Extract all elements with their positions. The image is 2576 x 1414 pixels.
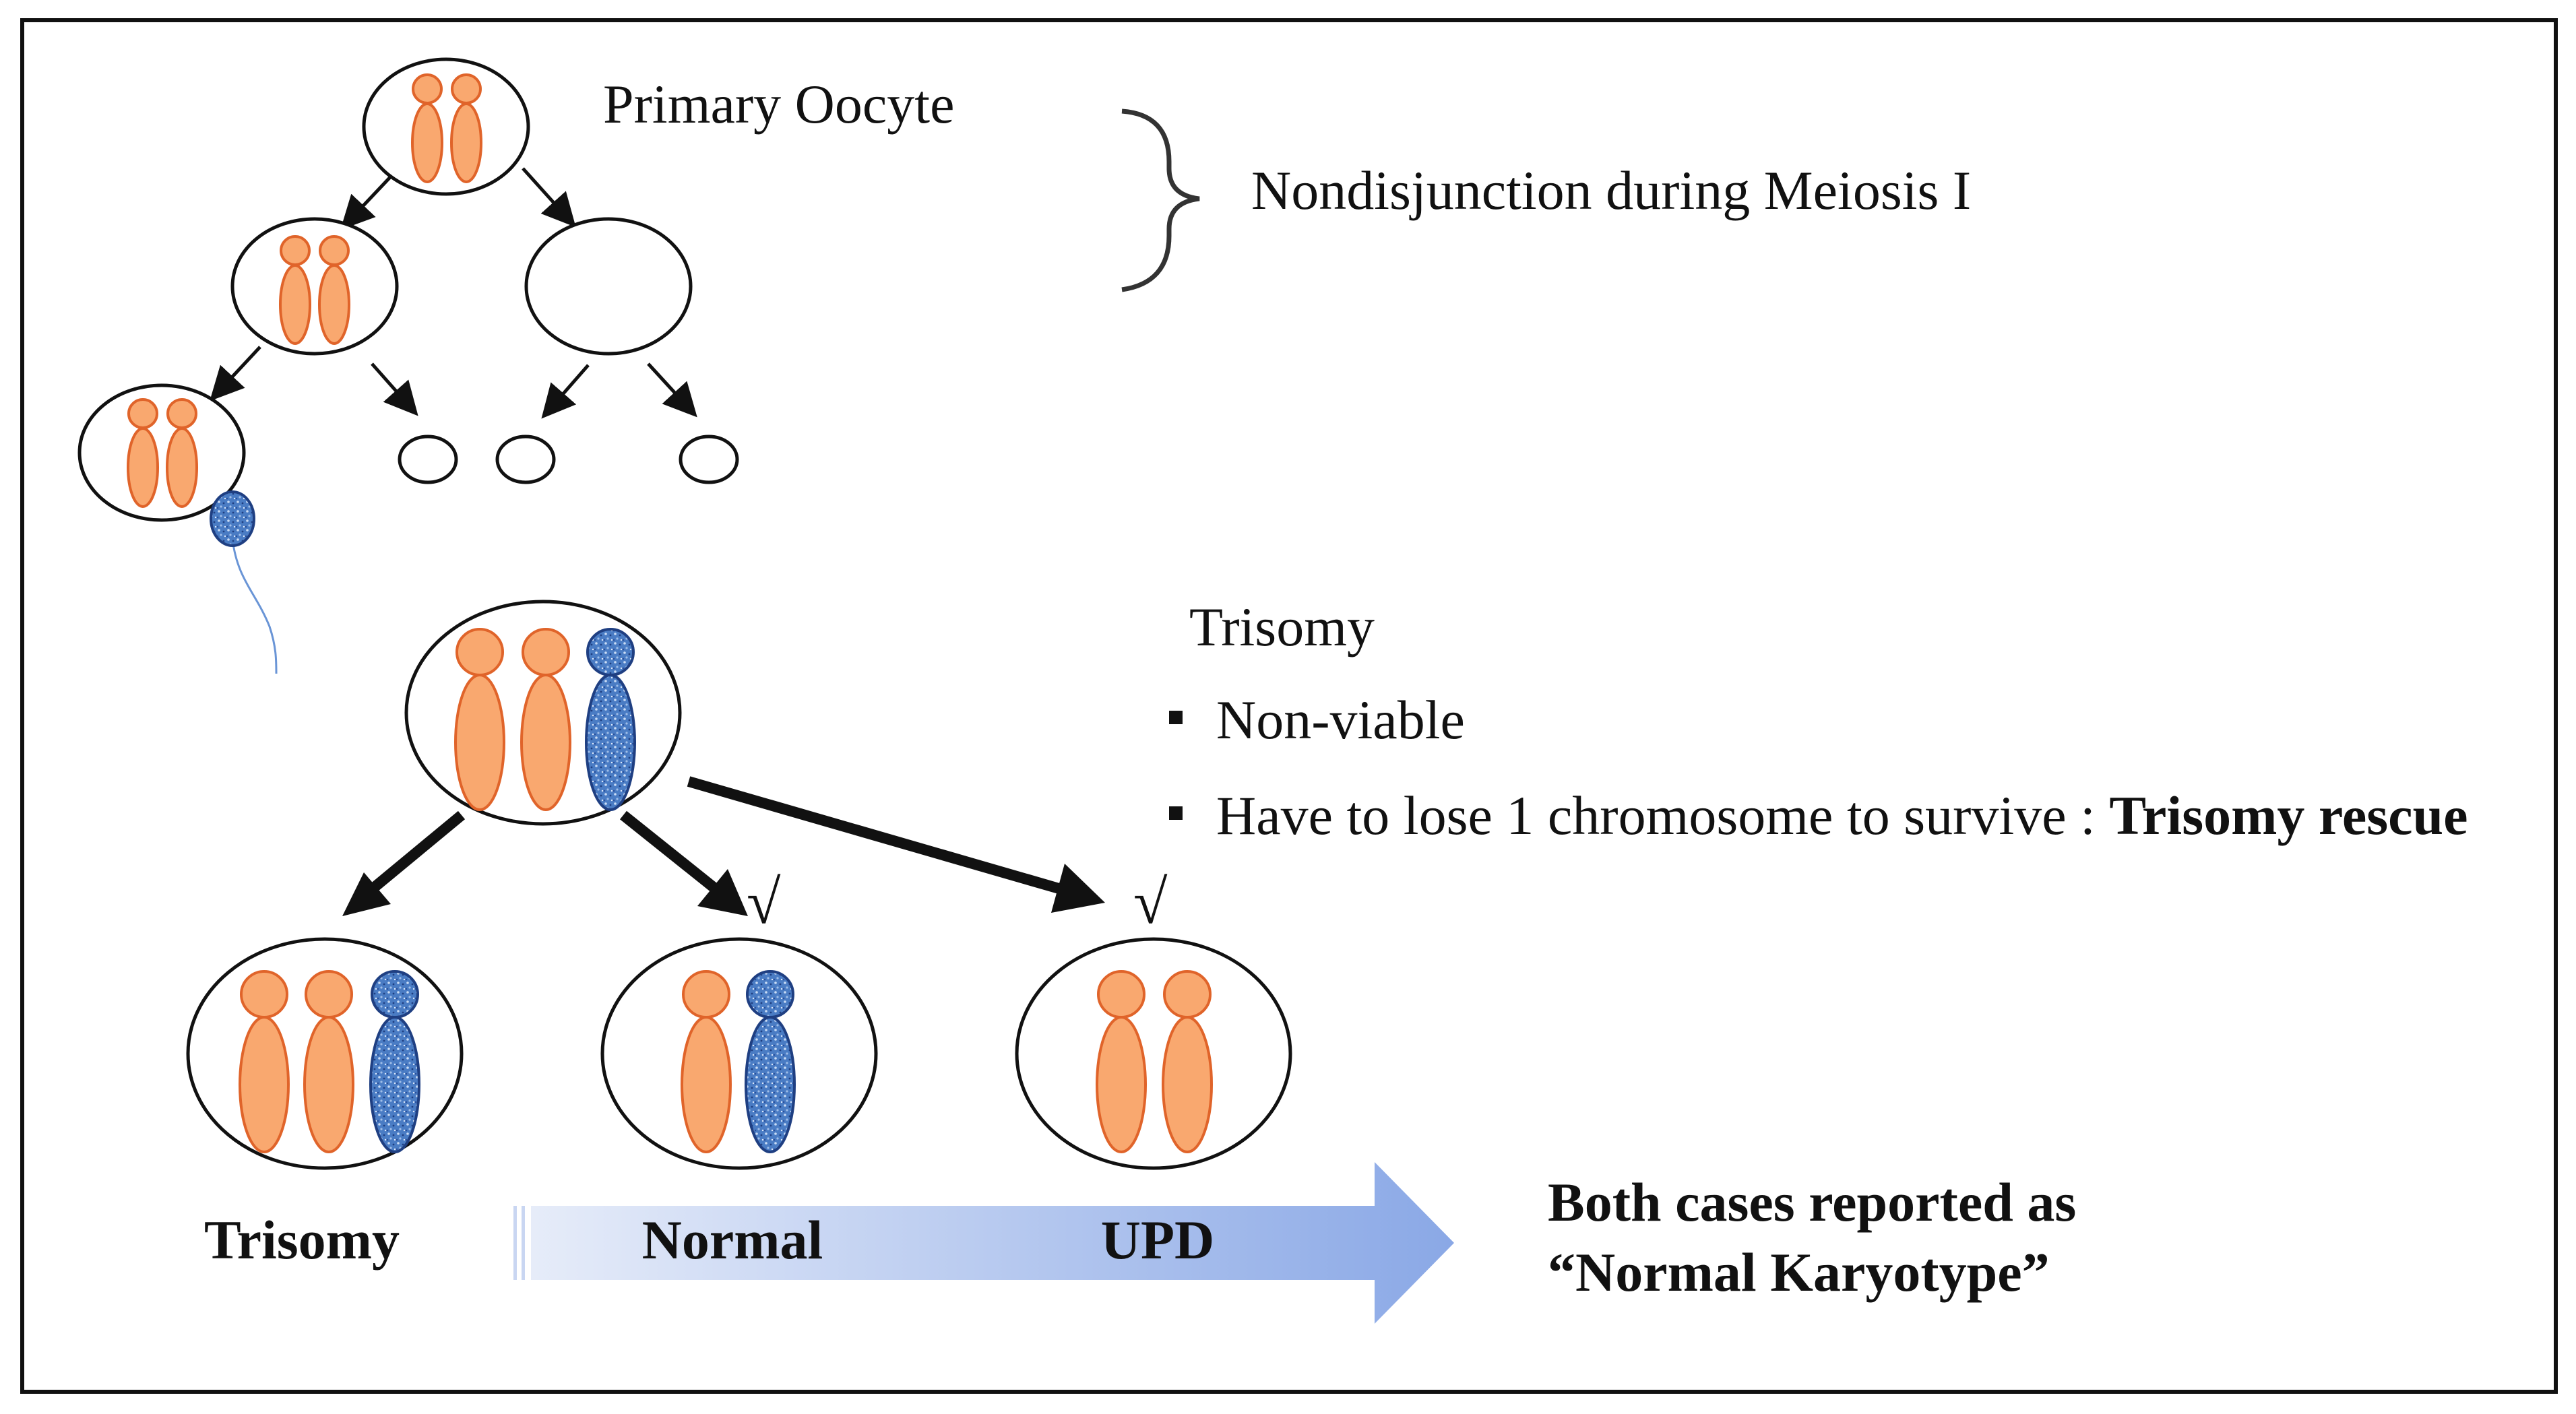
arrow	[522, 167, 576, 228]
chromosome-maternal	[411, 73, 443, 183]
empty-polar-body	[524, 217, 693, 356]
chromosome-maternal	[450, 73, 482, 183]
check-mark-normal: √	[747, 868, 781, 936]
chromosome-maternal	[166, 398, 198, 508]
bullet-marker	[1169, 806, 1183, 820]
curly-brace	[1121, 108, 1200, 292]
chromosome-maternal	[279, 235, 311, 345]
arrow	[371, 362, 418, 416]
arrow-to-normal	[620, 810, 718, 893]
summary-line-1: Both cases reported as	[1548, 1171, 2076, 1233]
arrow-to-upd	[687, 776, 1063, 895]
chromosome-paternal	[745, 970, 796, 1153]
trisomy-zygote	[404, 600, 682, 826]
trisomy-rescue-emphasis: Trisomy rescue	[2109, 785, 2468, 846]
trisomy-heading: Trisomy	[1189, 596, 1375, 657]
bullet-non-viable: Non-viable	[1216, 689, 1465, 750]
arrowhead	[342, 872, 391, 916]
chromosome-maternal	[454, 628, 505, 811]
polar-body	[679, 435, 739, 484]
arrow	[541, 364, 590, 419]
outcome-normal-cell	[600, 937, 878, 1170]
outcome-trisomy-label: Trisomy	[204, 1209, 400, 1271]
arrow	[210, 346, 261, 401]
sperm	[210, 490, 278, 674]
chromosome-maternal	[520, 628, 571, 811]
outcome-trisomy-cell	[186, 937, 464, 1170]
primary-oocyte-label: Primary Oocyte	[603, 73, 954, 135]
arrowhead	[1051, 864, 1105, 913]
primary-oocyte-cell	[362, 57, 530, 196]
chromosome-maternal	[1162, 970, 1213, 1153]
egg-cell	[77, 383, 246, 522]
chromosome-paternal	[585, 628, 636, 811]
rescue-arrows	[342, 776, 1105, 916]
secondary-oocyte-cell	[230, 217, 399, 356]
polar-body	[398, 435, 458, 484]
summary-line-2: “Normal Karyotype”	[1548, 1242, 2050, 1303]
chromosome-paternal	[369, 970, 420, 1153]
chromosome-maternal	[127, 398, 159, 508]
arrowhead	[697, 869, 748, 916]
chromosome-maternal	[318, 235, 350, 345]
polar-body	[495, 435, 556, 484]
viability-arrow	[513, 1162, 1454, 1324]
chromosome-maternal	[1096, 970, 1147, 1153]
bullet-trisomy-rescue: Have to lose 1 chromosome to survive : T…	[1216, 785, 2468, 846]
outcome-upd-cell	[1015, 937, 1292, 1170]
check-mark-upd: √	[1133, 868, 1168, 936]
arrow	[647, 362, 697, 418]
chromosome-maternal	[303, 970, 354, 1153]
meiosis-tree	[77, 57, 739, 674]
bullet-marker	[1169, 711, 1183, 724]
chromosome-maternal	[681, 970, 732, 1153]
outcome-normal-label: Normal	[642, 1209, 823, 1271]
nondisjunction-label: Nondisjunction during Meiosis I	[1251, 160, 1971, 221]
outer-frame	[20, 18, 2558, 1394]
outcome-upd-label: UPD	[1101, 1209, 1215, 1271]
arrow-to-trisomy	[360, 810, 466, 901]
chromosome-maternal	[239, 970, 290, 1153]
arrow	[340, 175, 392, 230]
